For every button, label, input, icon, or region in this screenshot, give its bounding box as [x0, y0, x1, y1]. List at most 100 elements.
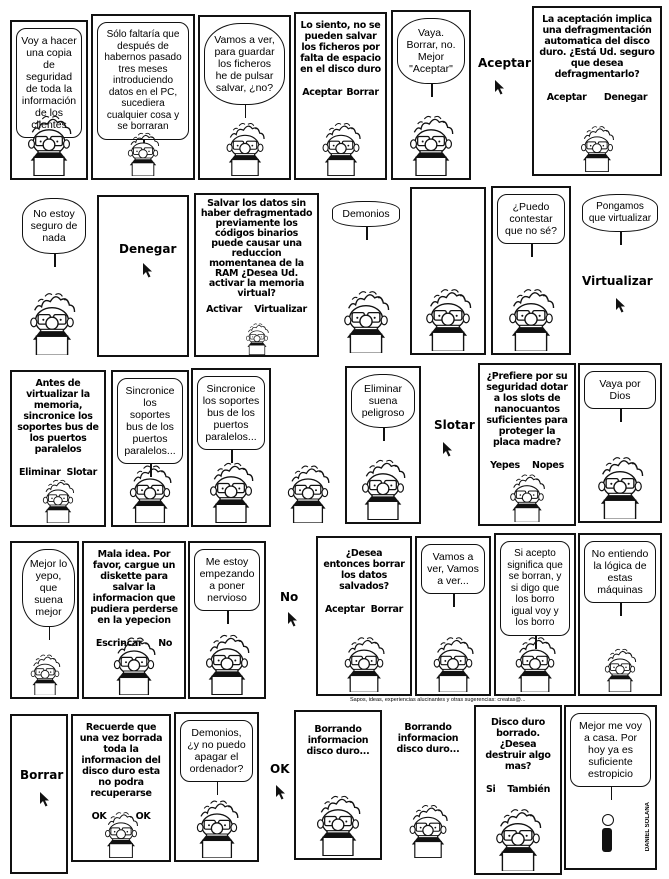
panel-4-8: No entiendo la lógica de estas máquinas [578, 533, 662, 696]
character-drawing [426, 288, 472, 352]
character-drawing [362, 460, 406, 521]
panel-3-5: Eliminar suena peligroso [345, 366, 421, 524]
cursor-arrow-icon [616, 298, 626, 313]
character-drawing [433, 636, 474, 693]
yepes-button[interactable]: Yepes [490, 460, 520, 471]
figure-head [602, 814, 614, 826]
no-button[interactable]: No [158, 638, 173, 649]
choice-label[interactable]: Aceptar [478, 56, 531, 70]
panel-1-5: Vaya. Borrar, no. Mejor "Aceptar" [391, 10, 471, 180]
character [341, 631, 387, 693]
dialog-message: Salvar los datos sin haber defragmentado… [200, 199, 313, 315]
aceptar-button[interactable]: Aceptar [324, 604, 365, 615]
dialog-text: Recuerde que una vez borrada toda la inf… [79, 722, 163, 799]
virtualizar-button[interactable]: Virtualizar [254, 304, 307, 315]
panel-1-3: Vamos a ver, para guardar los ficheros h… [198, 15, 291, 180]
panel-2-6: ¿Puedo contestar que no sé? [491, 186, 571, 355]
character-drawing [196, 800, 238, 859]
speech-bubble: Demonios, ¿y no puedo apagar el ordenado… [180, 720, 253, 795]
nopes-button[interactable]: Nopes [532, 460, 564, 471]
panel-5-6: Borrando informacion disco duro... [385, 710, 471, 860]
speech-bubble: No estoy seguro de nada [22, 198, 86, 267]
character-drawing [226, 123, 265, 177]
cursor-arrow-icon [495, 80, 505, 95]
panel-2-1: No estoy seguro de nada [12, 192, 92, 357]
choice-label[interactable]: Virtualizar [582, 274, 653, 288]
character [512, 631, 558, 693]
choice-label[interactable]: OK [270, 762, 290, 776]
panel-4-2: Mala idea. Por favor, cargue un diskette… [82, 541, 186, 699]
character-drawing [129, 465, 172, 524]
dialog-text: La aceptación implica una defragmentació… [539, 14, 655, 80]
dialog-text: Mala idea. Por favor, cargue un diskette… [90, 549, 178, 626]
character [319, 117, 363, 177]
speech-bubble: Vamos a ver, Vamos a ver... [421, 544, 485, 607]
speech-bubble: Vaya por Dios [584, 371, 656, 422]
character-drawing [28, 116, 72, 177]
panel-3-2: Sincronice los soportes bus de los puert… [111, 370, 189, 527]
slotar-button[interactable]: Slotar [66, 467, 98, 478]
character [492, 802, 544, 872]
panel-2-4: Demonios [328, 195, 404, 355]
character-drawing [496, 808, 542, 872]
choice-label[interactable]: Denegar [119, 242, 177, 256]
speech-bubble: Pongamos que virtualizar [582, 194, 658, 245]
character-drawing [30, 654, 60, 696]
choice-label[interactable]: Slotar [434, 418, 475, 432]
character-drawing [510, 474, 545, 523]
borrar-button[interactable]: Borrar [346, 87, 379, 98]
eliminar-button[interactable]: Eliminar [18, 467, 61, 478]
dialog-text: ¿Prefiere por su seguridad dotar a los s… [486, 371, 568, 448]
character [340, 284, 392, 354]
choice-label[interactable]: Borrar [20, 768, 64, 782]
panel-3-7: ¿Prefiere por su seguridad dotar a los s… [478, 363, 576, 526]
activar-button[interactable]: Activar [206, 304, 243, 315]
speech-bubble: Mejor me voy a casa. Por hoy ya es sufic… [570, 713, 651, 800]
panel-4-1: Mejor lo yepo, que suena mejor [10, 541, 79, 699]
panel-3-8: Vaya por Dios [578, 363, 662, 523]
aceptar-button[interactable]: Aceptar [546, 92, 587, 103]
speech-bubble: Eliminar suena peligroso [351, 374, 415, 441]
panel-2-5 [410, 187, 486, 355]
dialog-text: Antes de virtualizar la memoria, sincron… [17, 378, 99, 455]
character [406, 799, 450, 859]
dialog-message: ¿Desea entonces borrar los datos salvado… [322, 548, 406, 615]
escrincar-button[interactable]: Escrincar [95, 638, 143, 649]
dialog-message: Lo siento, no se pueden salvar los fiche… [300, 20, 381, 98]
panel-5-7: Disco duro borrado. ¿Desea destruir algo… [474, 705, 562, 875]
ok-button[interactable]: OK [135, 811, 151, 822]
speech-bubble: No entiendo la lógica de estas máquinas [584, 541, 656, 616]
character-drawing [509, 288, 555, 352]
speech-bubble: Voy a hacer una copia de seguridad de to… [16, 28, 82, 151]
borrar-button[interactable]: Borrar [370, 604, 404, 615]
dialog-message: Recuerde que una vez borrada toda la inf… [77, 722, 165, 822]
ok-button[interactable]: OK [91, 811, 107, 822]
dialog-text: Salvar los datos sin haber defragmentado… [200, 198, 313, 299]
panel-5-1: Borrar [10, 714, 68, 874]
character [102, 807, 140, 859]
character-drawing [113, 637, 156, 696]
character [244, 320, 270, 356]
panel-3-1: Antes de virtualizar la memoria, sincron… [10, 370, 106, 527]
dialog-message: Disco duro borrado. ¿Desea destruir algo… [480, 717, 556, 795]
cursor-arrow-icon [143, 263, 153, 278]
character [284, 459, 332, 524]
dialog-text: ¿Desea entonces borrar los datos salvado… [323, 548, 405, 592]
denegar-button[interactable]: Denegar [603, 92, 648, 103]
dialog-message: Antes de virtualizar la memoria, sincron… [16, 378, 100, 478]
si-button[interactable]: Si [485, 784, 496, 795]
choice-label[interactable]: No [280, 590, 299, 604]
speech-bubble: Sincronice los soportes bus de los puert… [117, 378, 183, 477]
panel-5-2: Recuerde que una vez borrada toda la inf… [71, 714, 171, 862]
character-drawing [245, 323, 269, 356]
tambien-button[interactable]: También [507, 784, 551, 795]
panel-5-5: Borrando informacion disco duro... [294, 710, 382, 860]
character [406, 109, 456, 177]
speech-bubble: Sólo faltaría que después de habernos pa… [97, 22, 189, 152]
character-drawing [515, 636, 556, 693]
panel-5-3: Demonios, ¿y no puedo apagar el ordenado… [174, 712, 259, 862]
aceptar-button[interactable]: Aceptar [302, 87, 342, 98]
character-drawing [287, 465, 330, 524]
character-drawing [598, 456, 644, 520]
character [507, 469, 547, 523]
